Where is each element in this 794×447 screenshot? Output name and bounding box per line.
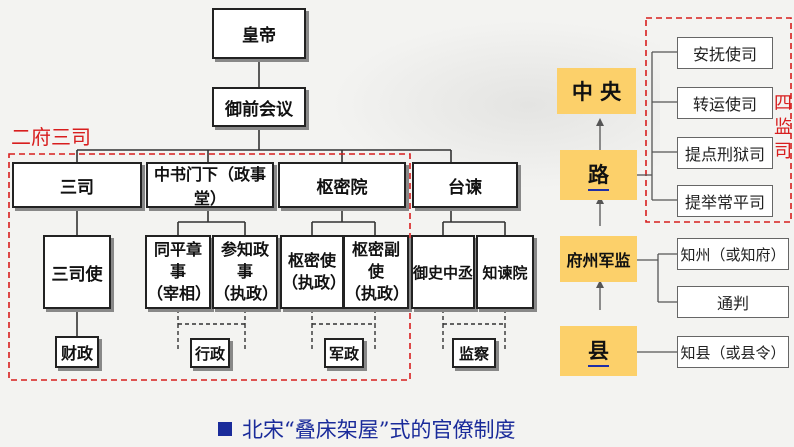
official-sansi-shi: 三司使 (43, 235, 111, 309)
caption: 北宋“叠床架屋”式的官僚制度 (218, 414, 515, 444)
dept-shumiyuan: 枢密院 (278, 162, 406, 208)
office-anfu: 安抚使司 (677, 37, 773, 69)
emperor-box: 皇帝 (212, 8, 306, 59)
label-si2: 司 (774, 141, 792, 162)
official-zhijianyuan: 知谏院 (476, 235, 534, 309)
official-shumi-fu-note: （执政） (345, 284, 410, 303)
official-zhixian: 知县（或县令） (677, 336, 789, 368)
level-lu-label: 路 (588, 159, 609, 191)
label-si: 四 (774, 93, 792, 114)
official-tongping-title: 同平章事 (153, 240, 202, 281)
official-tongpan: 通判 (677, 286, 789, 318)
function-jiancha: 监察 (452, 338, 496, 368)
office-tidian-xingyu: 提点刑狱司 (677, 137, 773, 169)
official-shumi-fu-title: 枢密副使 (351, 240, 400, 281)
caption-text: 北宋“叠床架屋”式的官僚制度 (242, 418, 516, 442)
level-lu: 路 (560, 150, 637, 200)
office-zhuanyun: 转运使司 (677, 87, 773, 119)
level-prefecture: 府州军监 (560, 236, 637, 282)
official-canzhi-note: （执政） (214, 284, 279, 303)
group-label-erfu-sansi: 二府三司 (11, 125, 91, 149)
function-xingzheng: 行政 (190, 338, 230, 368)
function-junzheng: 军政 (324, 338, 364, 368)
official-zhizhou: 知州（或知府） (677, 238, 789, 270)
official-tongping-note: （宰相） (147, 284, 212, 303)
official-yushi-zhongcheng: 御史中丞 (411, 235, 475, 309)
function-caizheng: 财政 (55, 336, 99, 368)
official-canzhi-zhengshi: 参知政事 （执政） (212, 235, 278, 309)
office-tiju-changping: 提举常平司 (677, 185, 773, 217)
level-prefecture-label: 府州军监 (566, 251, 631, 270)
official-shumi-shi: 枢密使 （执政） (280, 235, 347, 309)
label-jian: 监 (774, 117, 792, 138)
dept-zhongshu-menxia: 中书门下（政事堂） (146, 162, 274, 208)
caption-square-icon (218, 422, 232, 436)
official-shumi-note: （执政） (282, 273, 347, 292)
dept-sansi: 三司 (12, 162, 142, 208)
level-county: 县 (560, 326, 637, 376)
official-tongping-zhangshi: 同平章事 （宰相） (145, 235, 211, 309)
level-central: 中 央 (557, 68, 636, 114)
dept-taijian: 台谏 (412, 162, 518, 208)
label-four-supervisory-offices: 四 监 司 (773, 92, 793, 164)
official-canzhi-title: 参知政事 (220, 240, 269, 281)
level-county-label: 县 (588, 335, 609, 367)
official-shumi-fushi: 枢密副使 （执政） (343, 235, 409, 309)
official-shumi-title: 枢密使 (287, 251, 336, 270)
council-box: 御前会议 (212, 87, 306, 127)
